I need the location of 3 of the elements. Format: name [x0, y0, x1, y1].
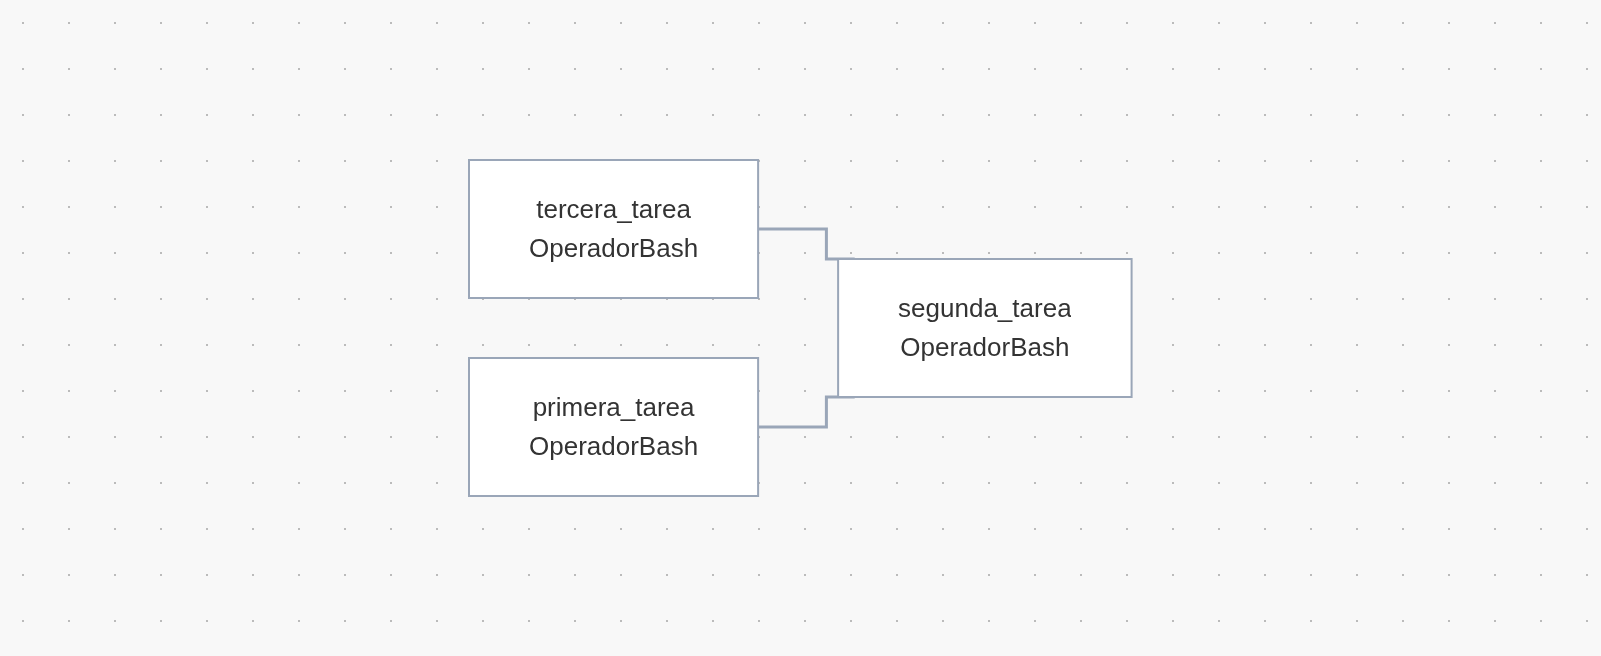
node-box: primera_tarea OperadorBash: [468, 357, 760, 497]
node-box: segunda_tarea OperadorBash: [837, 258, 1133, 398]
node-box: tercera_tarea OperadorBash: [468, 159, 760, 299]
